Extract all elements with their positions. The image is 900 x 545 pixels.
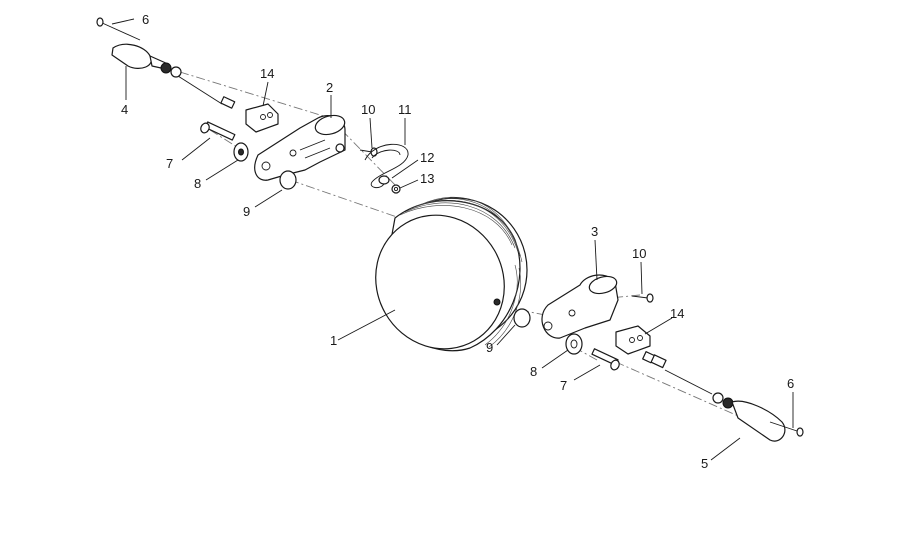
callout-9-left: 9 <box>243 204 250 219</box>
callout-7-right: 7 <box>560 378 567 393</box>
callout-6-right: 6 <box>787 376 794 391</box>
connector-block-left <box>245 103 279 133</box>
right-bracket <box>541 274 619 339</box>
small-screw-right <box>631 293 654 303</box>
connector-block-right <box>615 325 651 355</box>
callout-labels: 1 2 3 4 5 6 6 7 7 8 8 9 9 10 10 11 12 13… <box>121 12 794 471</box>
grommet-right <box>513 308 531 328</box>
callout-4: 4 <box>121 102 128 117</box>
spacer-right <box>565 333 583 355</box>
callout-3: 3 <box>591 224 598 239</box>
callout-14-left: 14 <box>260 66 274 81</box>
callout-8-right: 8 <box>530 364 537 379</box>
left-turn-signal <box>111 43 236 109</box>
headlight-assembly <box>375 196 528 352</box>
callout-14-right: 14 <box>670 306 684 321</box>
small-washer <box>378 175 390 185</box>
callout-10-right: 10 <box>632 246 646 261</box>
long-screw-right <box>769 421 804 437</box>
callout-6-left: 6 <box>142 12 149 27</box>
left-bracket <box>254 114 346 181</box>
leader-lines <box>111 18 794 461</box>
callout-7-left: 7 <box>166 156 173 171</box>
spacer-left <box>233 142 249 162</box>
grommet-left <box>279 170 297 190</box>
callout-2: 2 <box>326 80 333 95</box>
long-screw-left <box>96 17 141 41</box>
nut <box>391 184 401 194</box>
callout-12: 12 <box>420 150 434 165</box>
wire-clip <box>364 143 409 189</box>
right-turn-signal <box>642 351 786 442</box>
callout-9-right: 9 <box>486 340 493 355</box>
callout-8-left: 8 <box>194 176 201 191</box>
bolt-right <box>591 348 620 371</box>
callout-5: 5 <box>701 456 708 471</box>
callout-10-left: 10 <box>361 102 375 117</box>
callout-1: 1 <box>330 333 337 348</box>
bolt-left <box>200 121 236 141</box>
callout-11: 11 <box>398 102 412 117</box>
callout-13: 13 <box>420 171 434 186</box>
